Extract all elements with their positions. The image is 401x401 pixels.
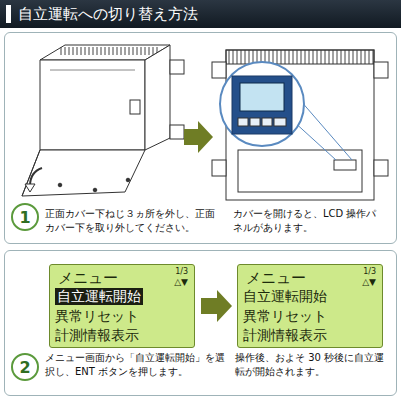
menu-text: 自立運転開始	[243, 288, 327, 305]
instruction-text: 操作後、およそ 30 秒後に自立運転が開始されます。	[235, 351, 385, 378]
lcd-screen: メニュー 1/3△▼ 自立運転開始異常リセット計測情報表示	[237, 264, 383, 348]
title-band: 自立運転への切り替え方法	[0, 0, 401, 28]
callout-number: 1	[11, 203, 39, 231]
flow-arrow	[201, 290, 232, 322]
instruction-text: メニュー画面から「自立運転開始」を選択し、ENT ボタンを押します。	[45, 351, 225, 378]
instruction-text: カバーを開けると、LCD 操作パネルがあります。	[233, 207, 385, 234]
lcd-screen: メニュー 1/3△▼ 自立運転開始異常リセット計測情報表示	[49, 264, 195, 348]
menu-text: 1/3	[363, 267, 376, 277]
menu-text: メニュー	[246, 269, 306, 287]
menu-text: 計測情報表示	[243, 327, 327, 344]
menu-text: 計測情報表示	[55, 327, 139, 344]
callout-number: 2	[11, 353, 39, 381]
title-bar-mark	[6, 5, 11, 23]
inverter-open	[22, 45, 184, 196]
menu-text: 1/3	[175, 267, 188, 277]
callout-number: 1	[19, 208, 30, 227]
menu-text: △▼	[362, 277, 376, 288]
menu-text: メニュー	[58, 269, 118, 287]
title: 自立運転への切り替え方法	[18, 5, 198, 24]
step-panel: 正面カバー下ねじ３ヵ所を外し、正面カバー下を取り外してください。カバーを開けると…	[4, 32, 397, 244]
menu-text: 異常リセット	[243, 308, 327, 325]
step-arrow	[184, 121, 213, 153]
menu-text: △▼	[174, 277, 188, 288]
instruction-text: 正面カバー下ねじ３ヵ所を外し、正面カバー下を取り外してください。	[45, 207, 223, 234]
callout-number: 2	[19, 358, 30, 377]
step-panel: メニュー画面から「自立運転開始」を選択し、ENT ボタンを押します。操作後、およ…	[4, 250, 397, 396]
menu-text: 自立運転開始	[55, 288, 143, 305]
menu-text: 異常リセット	[55, 308, 139, 325]
inverter-front	[212, 50, 388, 200]
